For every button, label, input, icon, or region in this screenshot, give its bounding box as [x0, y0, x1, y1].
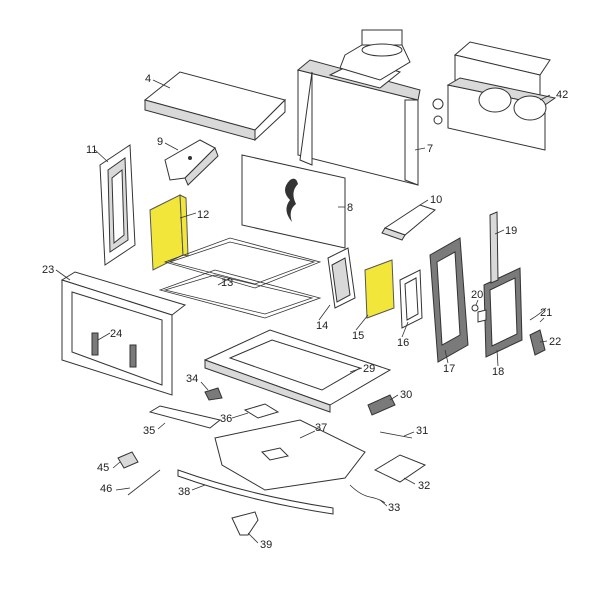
part-29-base-tray	[203, 329, 392, 413]
part-17-side-door	[429, 237, 469, 363]
label-part-14: 14	[316, 320, 328, 332]
part-18-grille-panel	[483, 267, 523, 358]
part-45-block	[117, 451, 139, 469]
part-39-pedestal	[231, 511, 259, 536]
label-part-7: 7	[427, 143, 433, 155]
label-part-19: 19	[505, 225, 517, 237]
part-21-22-handle	[529, 307, 547, 356]
part-36-small-plate	[243, 403, 280, 419]
part-13-gasket-set	[158, 237, 322, 319]
part-19-trim-strip	[489, 211, 499, 284]
label-part-13: 13	[221, 277, 233, 289]
part-20-small-hardware	[471, 304, 487, 323]
part-38-bottom-trim	[177, 469, 334, 515]
part-46-lever	[127, 469, 161, 496]
part-14-side-panel	[327, 247, 356, 309]
part-9-bracket	[164, 139, 219, 186]
label-part-39: 39	[260, 539, 272, 551]
label-part-22: 22	[549, 336, 561, 348]
label-part-38: 38	[178, 486, 190, 498]
part-33-cable	[349, 484, 386, 504]
part-23-front-face	[60, 271, 187, 396]
label-part-33: 33	[388, 502, 400, 514]
label-part-23: 23	[42, 264, 54, 276]
label-part-36: 36	[220, 413, 232, 425]
label-part-8: 8	[347, 202, 353, 214]
label-part-16: 16	[397, 337, 409, 349]
label-part-37: 37	[315, 422, 327, 434]
label-part-20: 20	[471, 289, 483, 301]
label-part-34: 34	[186, 373, 198, 385]
leader-lines	[55, 79, 551, 544]
part-4-top-plate	[143, 71, 286, 142]
part-7-firebox-back	[296, 59, 421, 186]
label-part-18: 18	[492, 366, 504, 378]
label-part-15: 15	[352, 330, 364, 342]
label-part-9: 9	[157, 136, 163, 148]
part-34-clip	[204, 387, 223, 401]
label-part-35: 35	[143, 425, 155, 437]
label-part-11: 11	[86, 144, 97, 156]
label-part-45: 45	[97, 462, 109, 474]
part-11-left-side-frame	[99, 144, 136, 266]
label-part-24: 24	[110, 328, 122, 340]
label-part-31: 31	[416, 425, 428, 437]
part-37-floor-plate	[214, 419, 366, 491]
part-8-back-panel	[241, 154, 346, 249]
label-part-46: 46	[100, 483, 112, 495]
part-31-rod	[379, 431, 413, 439]
label-part-21: 21	[540, 307, 552, 319]
label-part-42: 42	[556, 89, 568, 101]
part-30-ash-tray	[367, 394, 396, 416]
label-part-4: 4	[145, 73, 151, 85]
part-42-blower-assembly	[432, 41, 557, 151]
part-12-side-brick-liner	[149, 194, 189, 271]
label-part-10: 10	[430, 194, 442, 206]
part-15-side-brick-liner	[364, 259, 395, 319]
label-part-29: 29	[363, 363, 375, 375]
part-16-glass-gasket	[399, 269, 423, 329]
part-24-door-latches	[91, 332, 137, 368]
flue-collar	[339, 29, 411, 81]
part-32-bottom-plate	[373, 454, 427, 483]
label-part-30: 30	[400, 389, 412, 401]
part-10-bracket	[381, 204, 437, 241]
label-part-12: 12	[197, 209, 209, 221]
part-35-rail	[148, 405, 222, 429]
label-part-32: 32	[418, 480, 430, 492]
label-part-17: 17	[443, 363, 455, 375]
part-number-labels: 4 9 11 12 13 14 15 16 17 18 19 20 21 22 …	[42, 73, 568, 551]
